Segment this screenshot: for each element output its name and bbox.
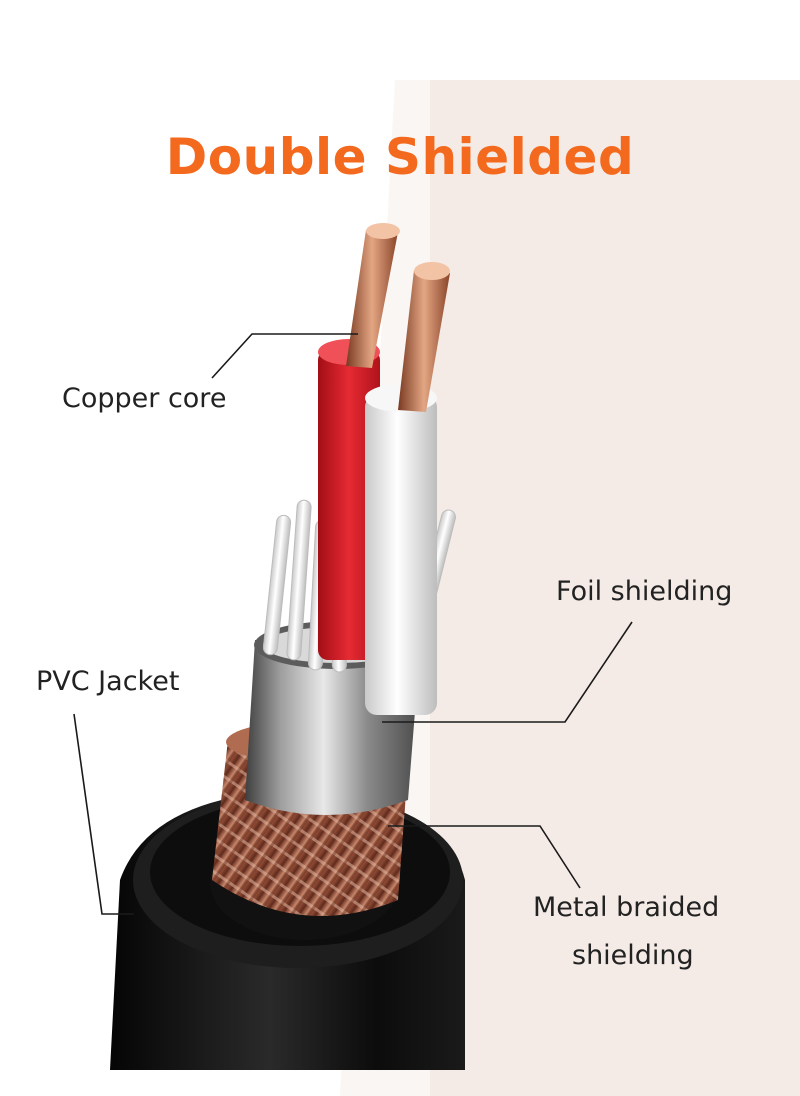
label-foil-shielding: Foil shielding [556,576,733,607]
page-title: Double Shielded [165,128,635,186]
leader-lines [73,333,633,915]
label-pvc-jacket: PVC Jacket [36,666,180,697]
white-insulated-conductor [365,262,450,715]
leader-foil-shielding [382,621,633,723]
leader-copper-core [211,333,358,379]
leader-pvc-jacket [73,713,134,915]
red-insulated-conductor [318,223,400,660]
label-metal-braided-line1: Metal braided [533,892,720,923]
leader-metal-braided [388,825,581,889]
background-right-panel [430,80,800,1096]
label-metal-braided-line2: shielding [572,940,694,971]
label-copper-core: Copper core [62,383,227,414]
